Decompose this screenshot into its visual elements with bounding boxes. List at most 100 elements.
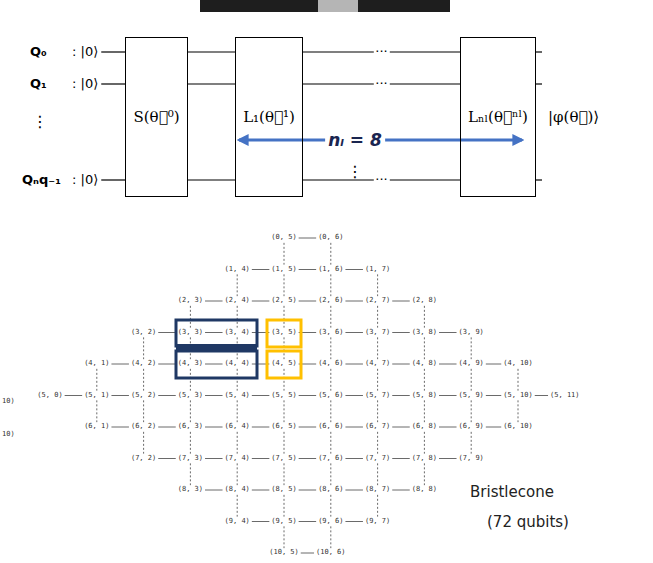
coupler-line [377,337,378,359]
coupler-line [299,301,317,302]
qubit-coordinate: (8, 6) [318,486,343,494]
qubit-coordinate: (1, 4) [225,266,250,274]
coupler-line [330,274,331,296]
qubit-coordinate: (6, 1) [84,423,109,431]
qubit-name: Qₙq₋₁ [22,173,61,187]
qubit-coordinate: (5, 6) [318,392,343,400]
qubit-coordinate: (10, 6) [316,549,346,557]
coupler-line [158,364,176,365]
coupler-line [392,427,410,428]
qubit-name: Q₀ [30,45,47,59]
qubit-coordinate: (10, 5) [269,549,299,557]
coupler-line [392,458,410,459]
coupler-line [392,364,410,365]
qubit-coordinate: (3, 6) [318,329,343,337]
coupler-line [377,400,378,422]
coupler-line [299,238,317,239]
coupler-line [345,364,363,365]
qubit-highlight [267,351,301,378]
coupler-line [190,463,191,485]
coupler-line [518,400,519,422]
gate-label: Lₙₗ(θ⃗ⁿˡ) [468,108,528,126]
coupler-line [345,427,363,428]
qubit-coordinate: (8, 8) [412,486,437,494]
coupler-line [486,395,501,396]
coupler-line [205,332,223,333]
qubit-coordinate: (2, 8) [412,297,437,305]
coupler-line [377,463,378,485]
coupler-line [392,395,410,396]
initial-state: : |0⟩ [72,45,98,59]
coupler-line [330,495,331,517]
coupler-lines [65,238,548,553]
qubit-coordinate: (6, 6) [318,423,343,431]
coupler-line [345,458,363,459]
qubit-coordinate: (2, 3) [178,297,203,305]
qubit-coordinate: (9, 4) [225,518,250,526]
coupler-line [377,274,378,296]
coupler-line [535,395,548,396]
qubit-coordinate: (9, 7) [365,518,390,526]
chip-name: Bristlecone [470,484,554,501]
coupler-line [190,306,191,328]
coupler-line [284,495,285,517]
coupler-line [518,369,519,391]
qubit-name: Q₁ [30,77,47,91]
qubit-coordinate: (6, 8) [412,423,437,431]
coupler-line [143,432,144,454]
coupler-line [392,332,410,333]
coupler-line [330,400,331,422]
layer-count: nₗ = 8 [325,131,385,150]
coupler-line [252,269,270,270]
coupler-line [486,364,501,365]
qubit-coordinate: (5, 7) [365,392,390,400]
qubit-coordinate: (4, 3) [178,360,203,368]
coupler-line [205,364,223,365]
coupler-line [471,432,472,454]
coupler-highlight [176,351,257,378]
qubit-coordinate: (4, 7) [365,360,390,368]
qubit-wire [188,179,235,180]
qubit-coordinate: (4, 8) [412,360,437,368]
coupler-line [424,306,425,328]
cut-label: 10) [2,398,15,406]
qubit-coordinate: (5, 1) [84,392,109,400]
coupler-line [284,306,285,328]
qubit-coordinate: (3, 3) [178,329,203,337]
qubit-coordinate: (3, 2) [131,329,156,337]
qubit-wires [101,52,542,180]
coupler-line [143,369,144,391]
coupler-line [237,495,238,517]
qubit-coordinate: (7, 9) [459,455,484,463]
chip-size: (72 qubits) [487,514,569,531]
qubit-coordinate: (5, 3) [178,392,203,400]
ellipsis: ⋮ [32,113,48,131]
coupler-line [237,463,238,485]
coupler-line [252,490,270,491]
coupler-line [377,495,378,517]
qubit-wire [536,179,542,180]
coupler-line [301,553,314,554]
coupler-line [424,463,425,485]
qubit-coordinate: (1, 5) [271,266,296,274]
coupler-highlight [176,320,257,346]
gate-label: S(θ⃗⁰) [133,108,179,126]
coupler-line [377,369,378,391]
coupler-line [392,490,410,491]
qubit-wire [101,179,125,180]
coupler-line [392,301,410,302]
qubit-coordinate: (6, 4) [225,423,250,431]
qubit-wire [101,83,125,84]
qubit-coordinate: (5, 5) [271,392,296,400]
coupler-line [205,395,223,396]
qubit-coordinate: (6, 9) [459,423,484,431]
coupler-line [205,427,223,428]
qubit-coordinate: (8, 7) [365,486,390,494]
qubit-coordinate: (3, 4) [225,329,250,337]
coupler-line [299,458,317,459]
qubit-coordinate: (3, 5) [271,329,296,337]
qubit-coordinate: (7, 5) [271,455,296,463]
coupler-line [486,427,501,428]
qubit-coordinate: (1, 6) [318,266,343,274]
coupler-line [190,369,191,391]
